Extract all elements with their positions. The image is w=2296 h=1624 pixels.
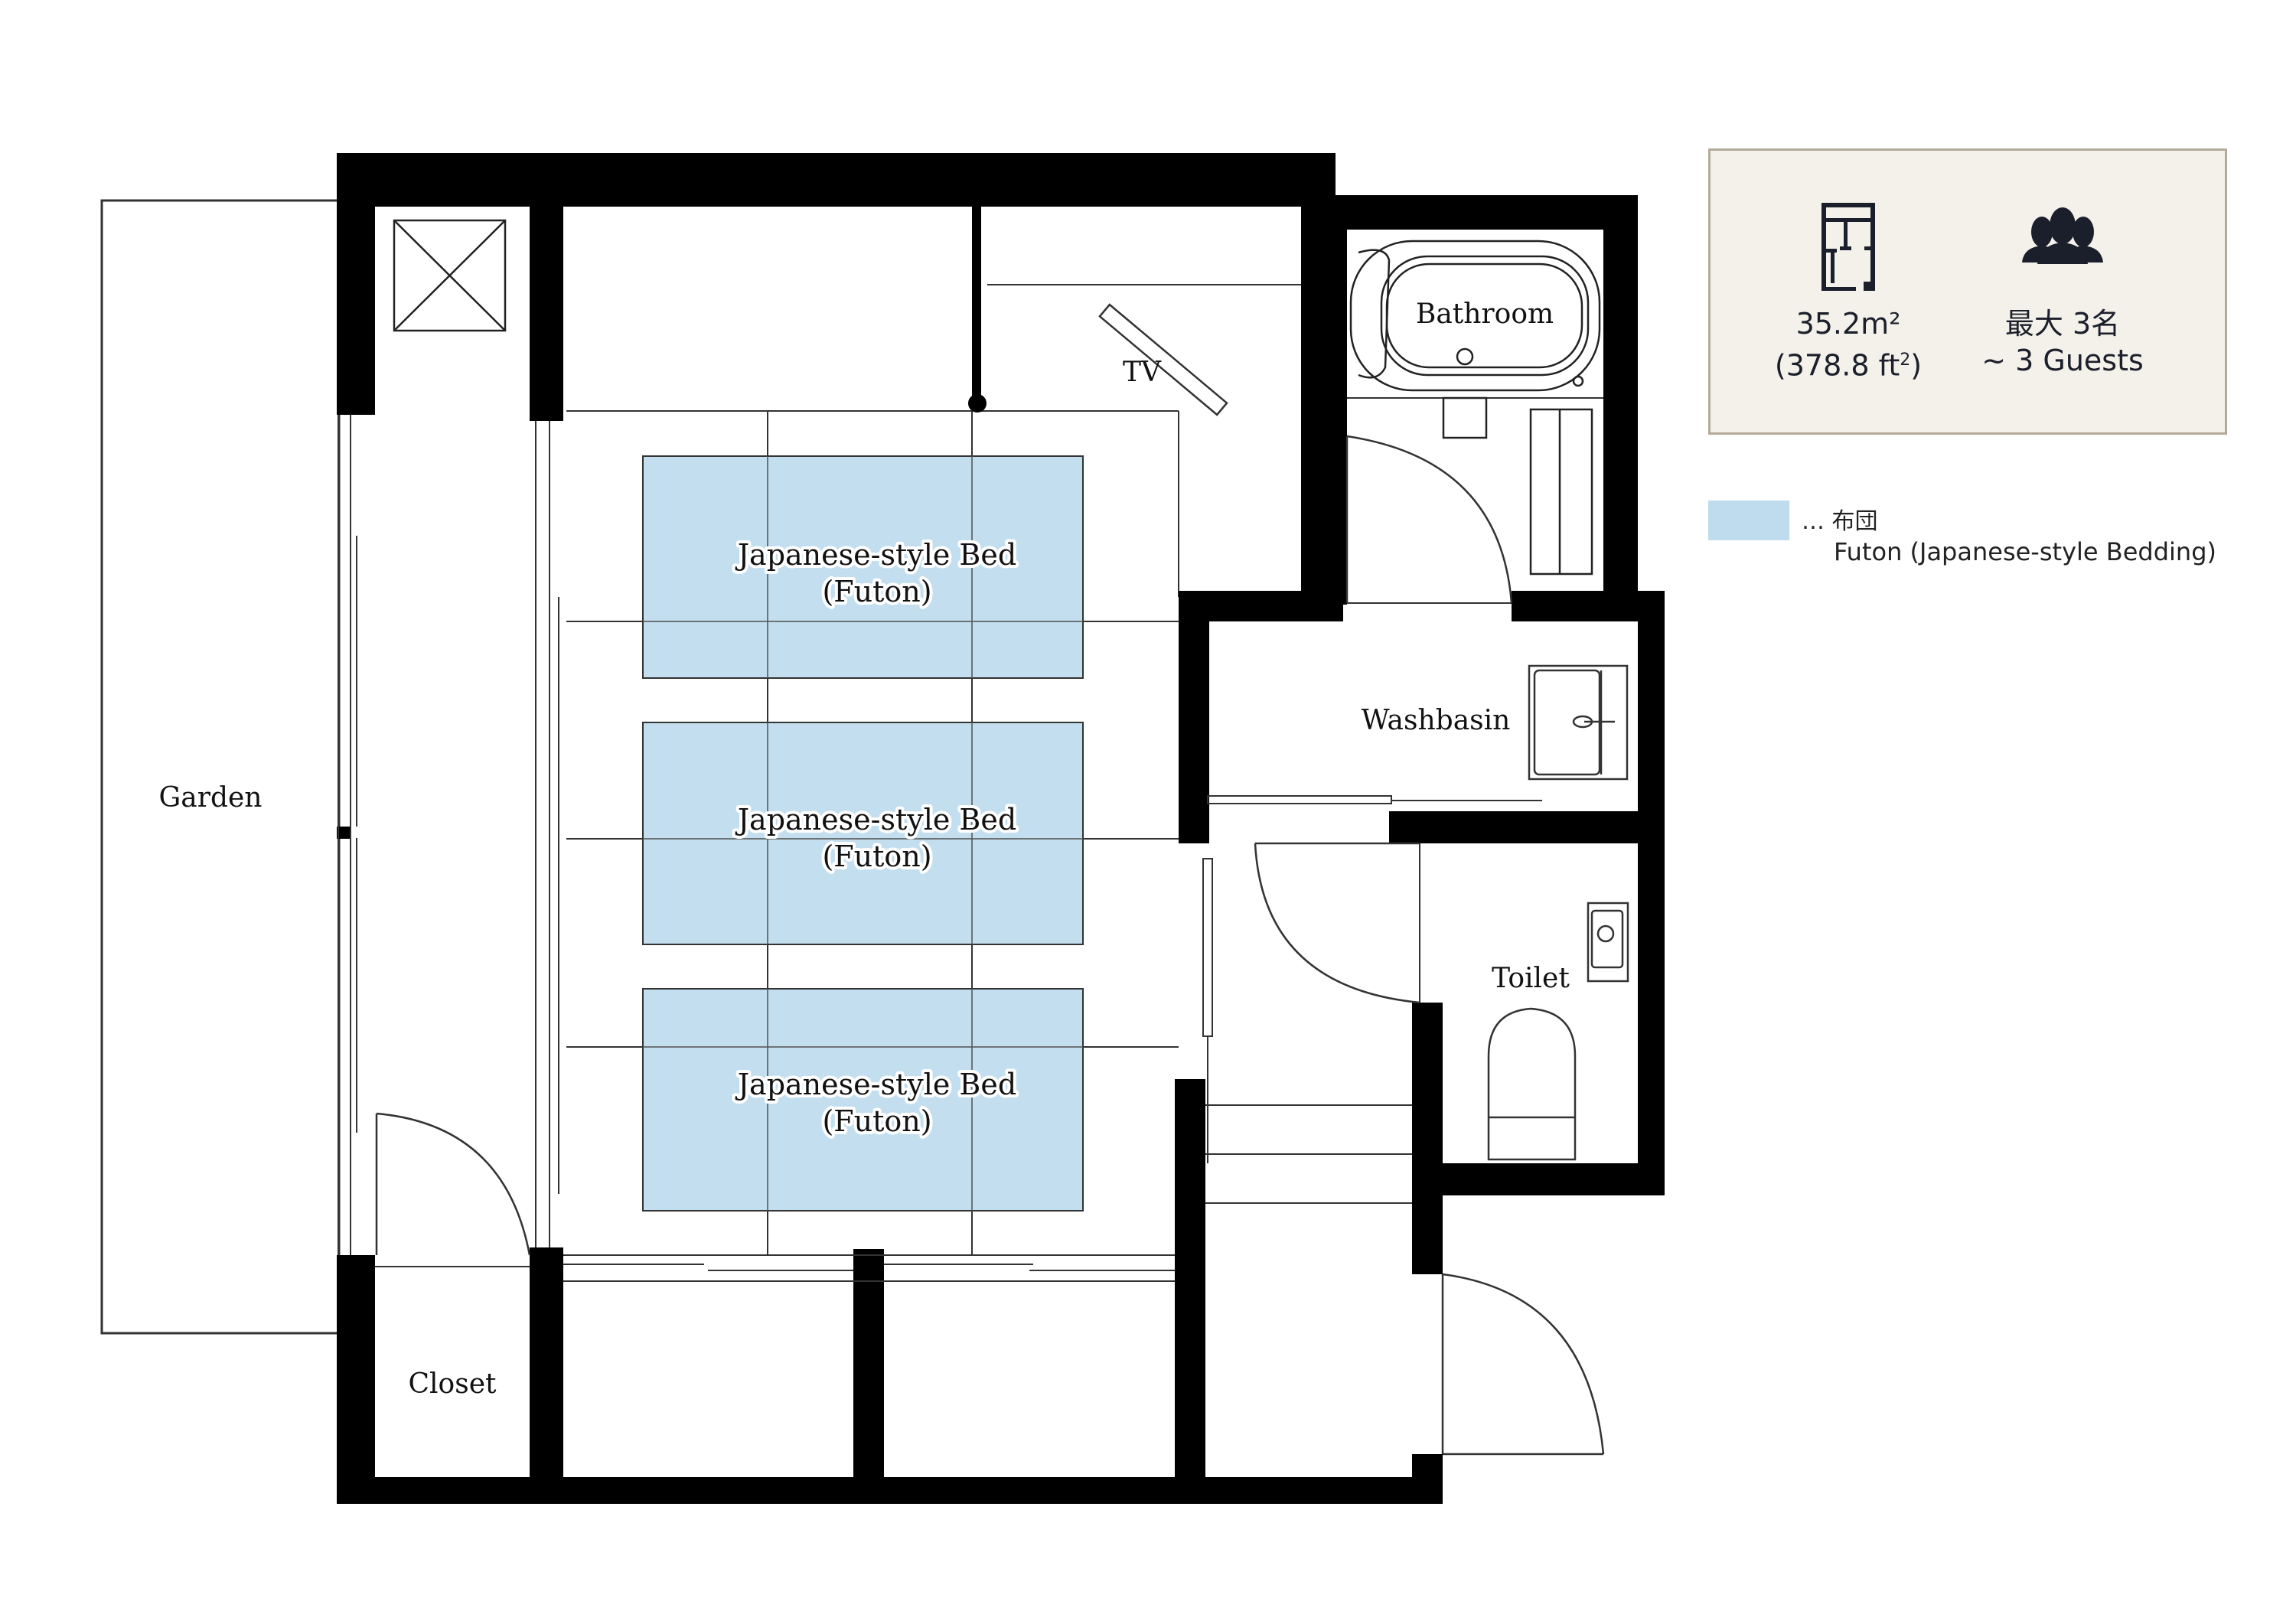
legend: … 布団 Futon (Japanese-style Bedding) — [1708, 499, 2244, 583]
legend-label-jp: … 布団 — [1802, 508, 1878, 535]
futon-2: Japanese-style Bed (Futon) — [642, 722, 1084, 945]
tv-label: TV — [1123, 357, 1162, 388]
toilet-unit: Toilet — [1487, 902, 1629, 1161]
garden-area: Garden — [100, 199, 341, 1335]
floorplan-icon — [1821, 203, 1875, 291]
futon-2-label-line1: Japanese-style Bed — [735, 803, 1016, 836]
area-imperial-sup: 2 — [1900, 351, 1911, 370]
room-info-box: 35.2m² (378.8 ft2) 最大 3名 ~ 3 Guests — [1708, 148, 2227, 435]
area-imperial: (378.8 ft2) — [1749, 342, 1948, 384]
area-metric: 35.2m² — [1749, 305, 1948, 342]
bathtub: Bathroom — [1349, 240, 1601, 392]
futon-3-label-line2: (Futon) — [822, 1104, 931, 1138]
futon-1-label-line1: Japanese-style Bed — [735, 538, 1016, 572]
sliding-doors — [338, 397, 1603, 1282]
closet-label: Closet — [409, 1368, 497, 1400]
tv: TV — [1098, 303, 1228, 416]
garden-label: Garden — [159, 782, 263, 814]
area-info: 35.2m² (378.8 ft2) — [1749, 203, 1948, 384]
people-group-icon — [2022, 207, 2103, 264]
area-metric-unit: m² — [1861, 307, 1901, 341]
legend-label-en: Futon (Japanese-style Bedding) — [1834, 537, 2216, 566]
walls — [337, 153, 1665, 1504]
futon-swatch — [1708, 501, 1789, 540]
futon-1-label-line2: (Futon) — [822, 575, 931, 608]
futon-1: Japanese-style Bed (Futon) — [642, 455, 1084, 679]
guest-max-jp: 最大 3名 — [2004, 307, 2121, 341]
futon-2-label-line2: (Futon) — [822, 840, 931, 873]
area-imperial-value: (378.8 ft — [1774, 348, 1900, 383]
area-imperial-close: ) — [1910, 348, 1923, 383]
guest-max-en: ~ 3 Guests — [1981, 344, 2144, 377]
bathroom-label: Bathroom — [1416, 298, 1554, 330]
washbasin-label: Washbasin — [1362, 705, 1511, 736]
futon-3: Japanese-style Bed (Futon) — [642, 988, 1084, 1211]
bath-fixtures — [1442, 396, 1593, 576]
door-swings — [375, 435, 1605, 1456]
toilet-label: Toilet — [1492, 963, 1570, 994]
area-metric-value: 35.2 — [1795, 307, 1861, 341]
futon-3-label-line1: Japanese-style Bed — [735, 1068, 1016, 1101]
storage-box-x — [393, 219, 507, 332]
washbasin-unit: Washbasin — [1362, 664, 1629, 781]
guest-info: 最大 3名 ~ 3 Guests — [1963, 203, 2162, 379]
